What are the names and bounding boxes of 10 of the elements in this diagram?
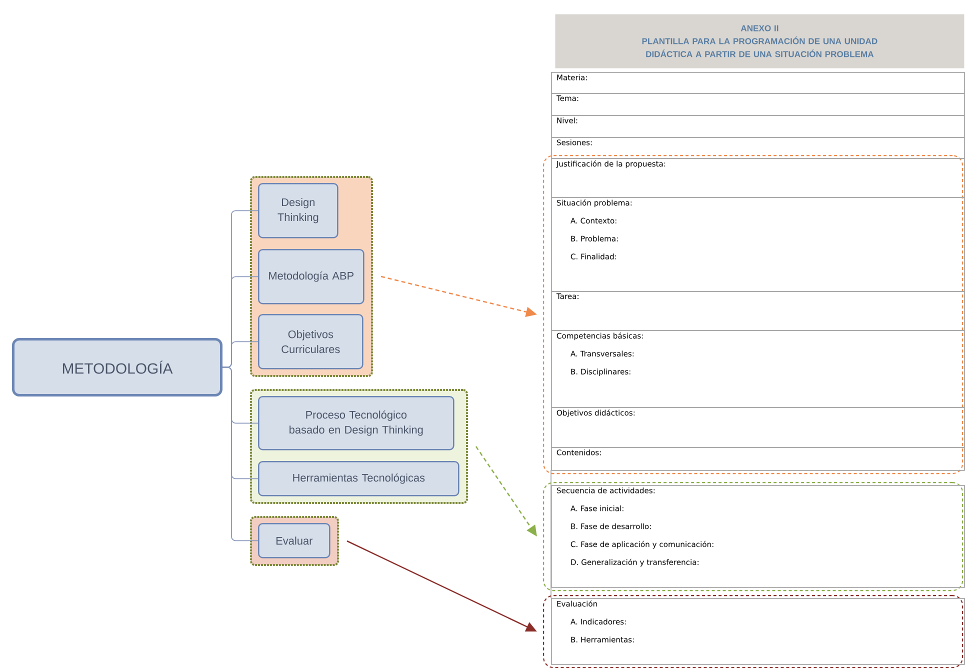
dashed-region bbox=[543, 155, 964, 474]
subtopic-box: Objetivos Curriculares bbox=[258, 314, 364, 370]
header-band: ANEXO II PLANTILLA PARA LA PROGRAMACIÓN DE UNA UNIDAD DIDÁCTICA A PARTIR DE UNA SITUACIÓN PROBLEMA bbox=[555, 14, 964, 68]
topic-box: METODOLOGÍA bbox=[12, 338, 222, 396]
subtopic-box: Design Thinking bbox=[258, 183, 338, 238]
subtopic-box: Proceso Tecnológico basado en Design Thinking bbox=[258, 396, 454, 450]
subtopic-box: Metodología ABP bbox=[258, 249, 364, 304]
subtopic-box: Herramientas Tecnológicas bbox=[258, 461, 460, 496]
connector-line bbox=[222, 366, 258, 542]
subtopic-box: Evaluar bbox=[258, 523, 330, 558]
